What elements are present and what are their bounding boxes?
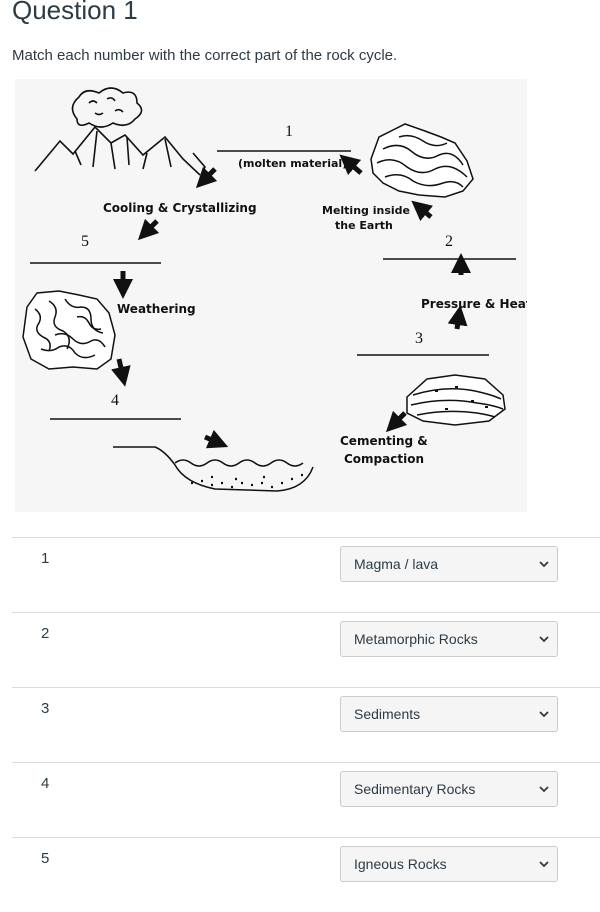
chevron-down-icon — [539, 561, 549, 568]
answer-row: 5 Igneous Rocks — [12, 837, 600, 912]
chevron-down-icon — [539, 786, 549, 793]
select-value: Igneous Rocks — [354, 856, 447, 872]
igneous-rock-image — [22, 290, 116, 370]
sedimentary-rock-image — [406, 374, 506, 426]
cycle-arrows — [111, 154, 471, 449]
select-value: Magma / lava — [354, 556, 439, 572]
answer-select-2[interactable]: Metamorphic Rocks — [340, 621, 558, 657]
ocean-sediment-image — [113, 446, 314, 492]
select-value: Metamorphic Rocks — [354, 631, 478, 647]
volcano-image — [34, 87, 206, 176]
metamorphic-rock-image — [370, 123, 474, 198]
answer-number: 2 — [41, 625, 50, 642]
molten-material-label: (molten material) — [238, 157, 347, 170]
weathering-label: Weathering — [117, 302, 196, 316]
answer-number: 1 — [41, 550, 50, 567]
answer-select-1[interactable]: Magma / lava — [340, 546, 558, 582]
answer-select-3[interactable]: Sediments — [340, 696, 558, 732]
blank-number-3: 3 — [415, 330, 423, 347]
select-value: Sediments — [354, 706, 421, 722]
answer-row: 3 Sediments — [12, 687, 600, 762]
answer-list: 1 Magma / lava 2 Metamorphic Rocks 3 Sed… — [12, 537, 600, 912]
rock-cycle-diagram: 1 2 3 4 5 (molten material) Cooling & Cr… — [15, 79, 527, 512]
answer-select-5[interactable]: Igneous Rocks — [340, 846, 558, 882]
question-prompt: Match each number with the correct part … — [12, 47, 398, 64]
chevron-down-icon — [539, 711, 549, 718]
melting-label-line1: Melting inside — [322, 204, 410, 217]
answer-row: 4 Sedimentary Rocks — [12, 762, 600, 837]
blank-number-4: 4 — [111, 392, 119, 409]
pressure-heat-label: Pressure & Heat — [421, 297, 527, 311]
answer-row: 2 Metamorphic Rocks — [12, 612, 600, 687]
question-title: Question 1 — [12, 0, 138, 25]
cementing-label: Cementing & — [340, 434, 428, 448]
cooling-crystallizing-label: Cooling & Crystallizing — [103, 201, 257, 215]
answer-select-4[interactable]: Sedimentary Rocks — [340, 771, 558, 807]
answer-number: 4 — [41, 775, 50, 792]
blank-number-1: 1 — [285, 123, 293, 140]
blank-number-5: 5 — [81, 233, 89, 250]
compaction-label: Compaction — [344, 452, 424, 466]
answer-row: 1 Magma / lava — [12, 537, 600, 612]
select-value: Sedimentary Rocks — [354, 781, 476, 797]
blank-number-2: 2 — [445, 233, 453, 250]
answer-number: 3 — [41, 700, 50, 717]
blank-lines — [30, 150, 516, 420]
answer-number: 5 — [41, 850, 50, 867]
chevron-down-icon — [539, 636, 549, 643]
chevron-down-icon — [539, 861, 549, 868]
melting-label-line2: the Earth — [335, 219, 393, 232]
